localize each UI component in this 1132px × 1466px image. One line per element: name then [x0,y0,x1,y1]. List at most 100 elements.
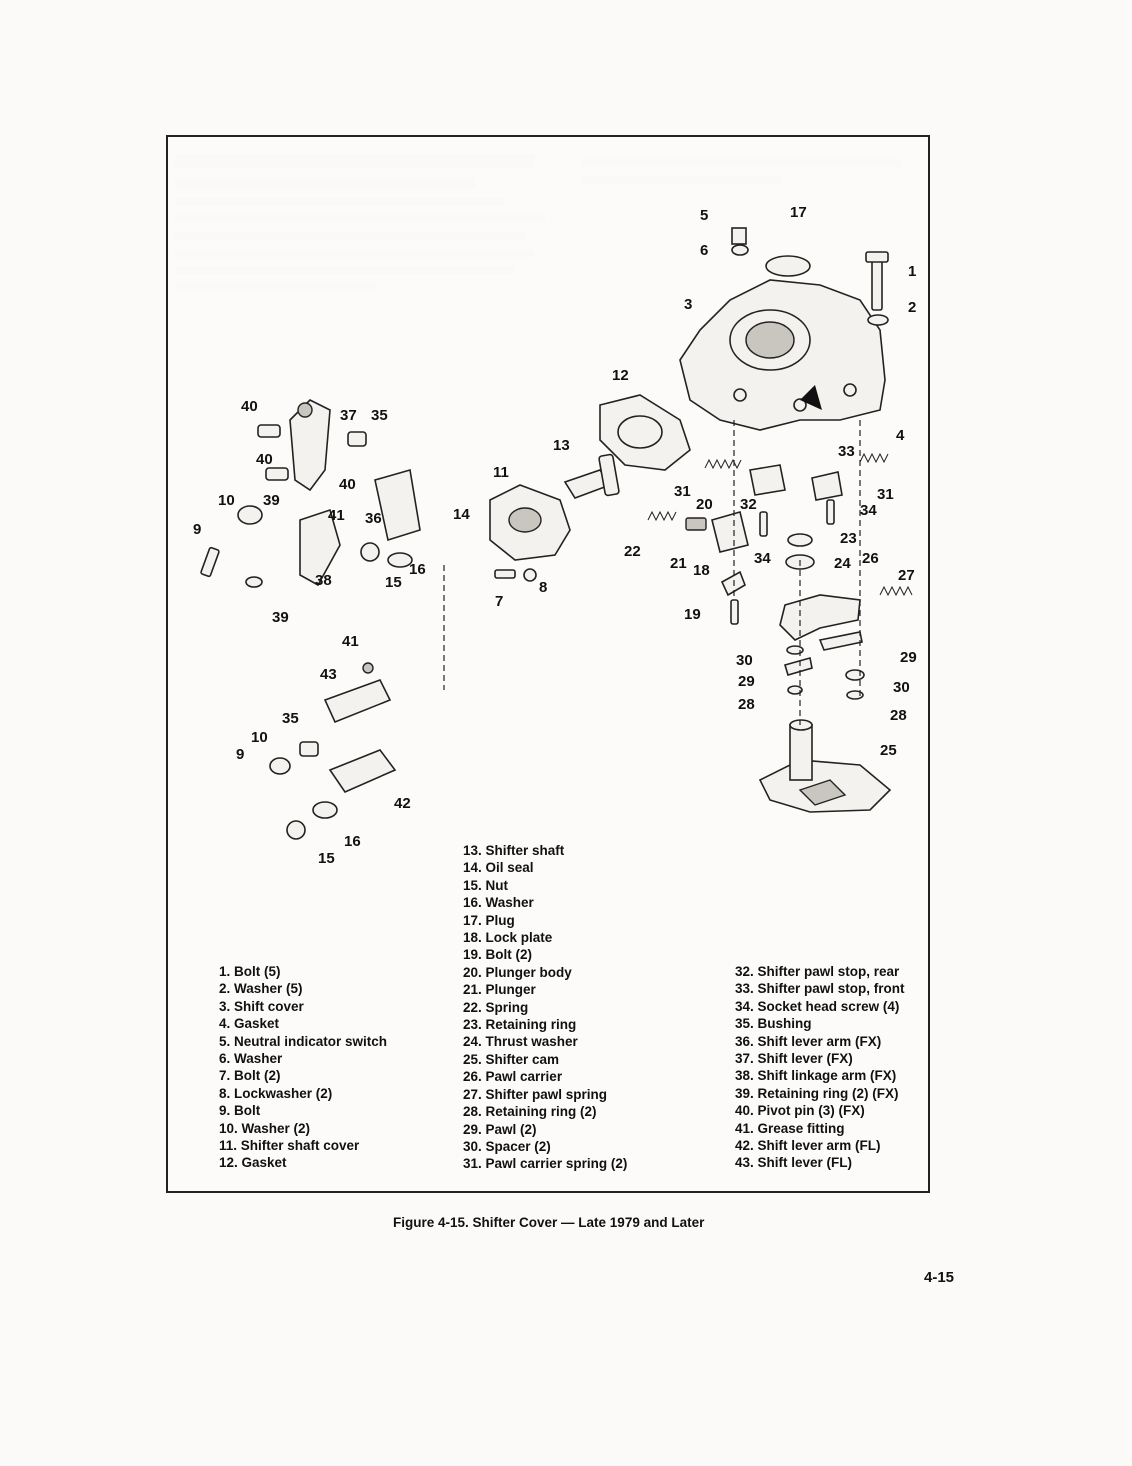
legend-item: 5. Neutral indicator switch [219,1033,388,1049]
legend-item: 23. Retaining ring [463,1017,577,1033]
callout-1: 1 [908,263,916,280]
callout-39: 39 [272,609,289,626]
bolt-19 [730,599,739,625]
bushing-35a [347,431,367,447]
screw-34 [826,499,835,525]
pawl-carrier-26 [779,594,861,641]
callout-27: 27 [898,567,915,584]
bushing-35b [299,741,319,757]
callout-35: 35 [371,407,388,424]
callout-28: 28 [890,707,907,724]
linkage-arm-38 [299,508,341,587]
legend-item: 21. Plunger [463,982,536,998]
callout-15: 15 [318,850,335,867]
callout-18: 18 [693,562,710,579]
callout-38: 38 [315,572,332,589]
legend-item: 8. Lockwasher (2) [219,1085,333,1101]
legend-item: 18. Lock plate [463,930,553,946]
washer-16a [387,552,413,568]
legend-item: 28. Retaining ring (2) [463,1104,597,1120]
callout-3: 3 [684,296,692,313]
pivot-pin-40b [265,467,289,481]
ring-28a [787,685,803,695]
callout-39: 39 [263,492,280,509]
callout-31: 31 [674,483,691,500]
washer-10a [237,505,263,525]
bolt-9a [200,546,220,578]
callout-11: 11 [493,464,509,481]
bolt-7 [494,569,516,579]
pivot-pin-40a [257,424,281,438]
legend-item: 25. Shifter cam [463,1051,560,1067]
callout-31: 31 [877,486,894,503]
callout-25: 25 [880,742,897,759]
legend-item: 14. Oil seal [463,860,534,876]
legend-item: 40. Pivot pin (3) (FX) [735,1103,865,1119]
legend-item: 19. Bolt (2) [463,947,533,963]
arm-36 [374,468,421,542]
callout-40: 40 [339,476,356,493]
neutral-switch-5 [731,227,749,256]
plug-17 [765,255,811,277]
legend-item: 17. Plug [463,912,515,928]
callout-37: 37 [340,407,357,424]
legend-item: 36. Shift lever arm (FX) [735,1033,882,1049]
callout-8: 8 [539,579,547,596]
shift-cover [679,279,886,431]
shifter-cam-25 [758,719,892,813]
shifter-shaft-13 [563,453,620,499]
callout-24: 24 [834,555,851,572]
plunger-21 [685,517,707,531]
lockwasher-8 [523,568,537,582]
nut-15b [286,820,306,840]
springs [647,452,913,597]
lever-arm-42 [328,749,397,794]
callout-9: 9 [236,746,244,763]
callout-7: 7 [495,593,503,610]
callout-12: 12 [612,367,629,384]
callout-16: 16 [344,833,361,850]
legend-item: 11. Shifter shaft cover [219,1138,360,1154]
page-number: 4-15 [924,1269,955,1286]
legend-item: 22. Spring [463,999,529,1015]
legend-item: 10. Washer (2) [219,1120,311,1136]
callout-41: 41 [342,633,359,650]
callout-40: 40 [241,398,258,415]
legend-item: 20. Plunger body [463,964,572,980]
legend-item: 39. Retaining ring (2) (FX) [735,1085,899,1101]
legend-item: 33. Shifter pawl stop, front [735,981,905,997]
grease-fitting-41 [362,662,374,674]
callout-32: 32 [740,496,757,513]
legend-item: 12. Gasket [219,1155,287,1171]
legend-item: 43. Shift lever (FL) [735,1155,853,1171]
callout-41: 41 [328,507,345,524]
legend-item: 35. Bushing [735,1016,812,1032]
shift-lever-37 [289,399,331,492]
callout-13: 13 [553,437,570,454]
pawl-29a [783,656,813,676]
callout-10: 10 [218,492,235,509]
callout-35: 35 [282,710,299,727]
legend-item: 38. Shift linkage arm (FX) [735,1068,897,1084]
callout-10: 10 [251,729,268,746]
callout-5: 5 [700,207,708,224]
callout-36: 36 [365,510,382,527]
legend-item: 31. Pawl carrier spring (2) [463,1156,628,1172]
screw-34b [759,511,768,537]
callout-9: 9 [193,521,201,538]
washer-10b [269,757,291,775]
ring-23 [787,533,813,547]
legend-item: 15. Nut [463,877,509,893]
pawl-stop-33 [811,471,843,501]
callout-6: 6 [700,242,708,259]
legend-item: 24. Thrust washer [463,1034,578,1050]
arrow-icon [800,385,822,410]
legend-item: 42. Shift lever arm (FL) [735,1138,881,1154]
washer-2 [867,314,889,326]
callout-21: 21 [670,555,687,572]
callout-19: 19 [684,606,701,623]
